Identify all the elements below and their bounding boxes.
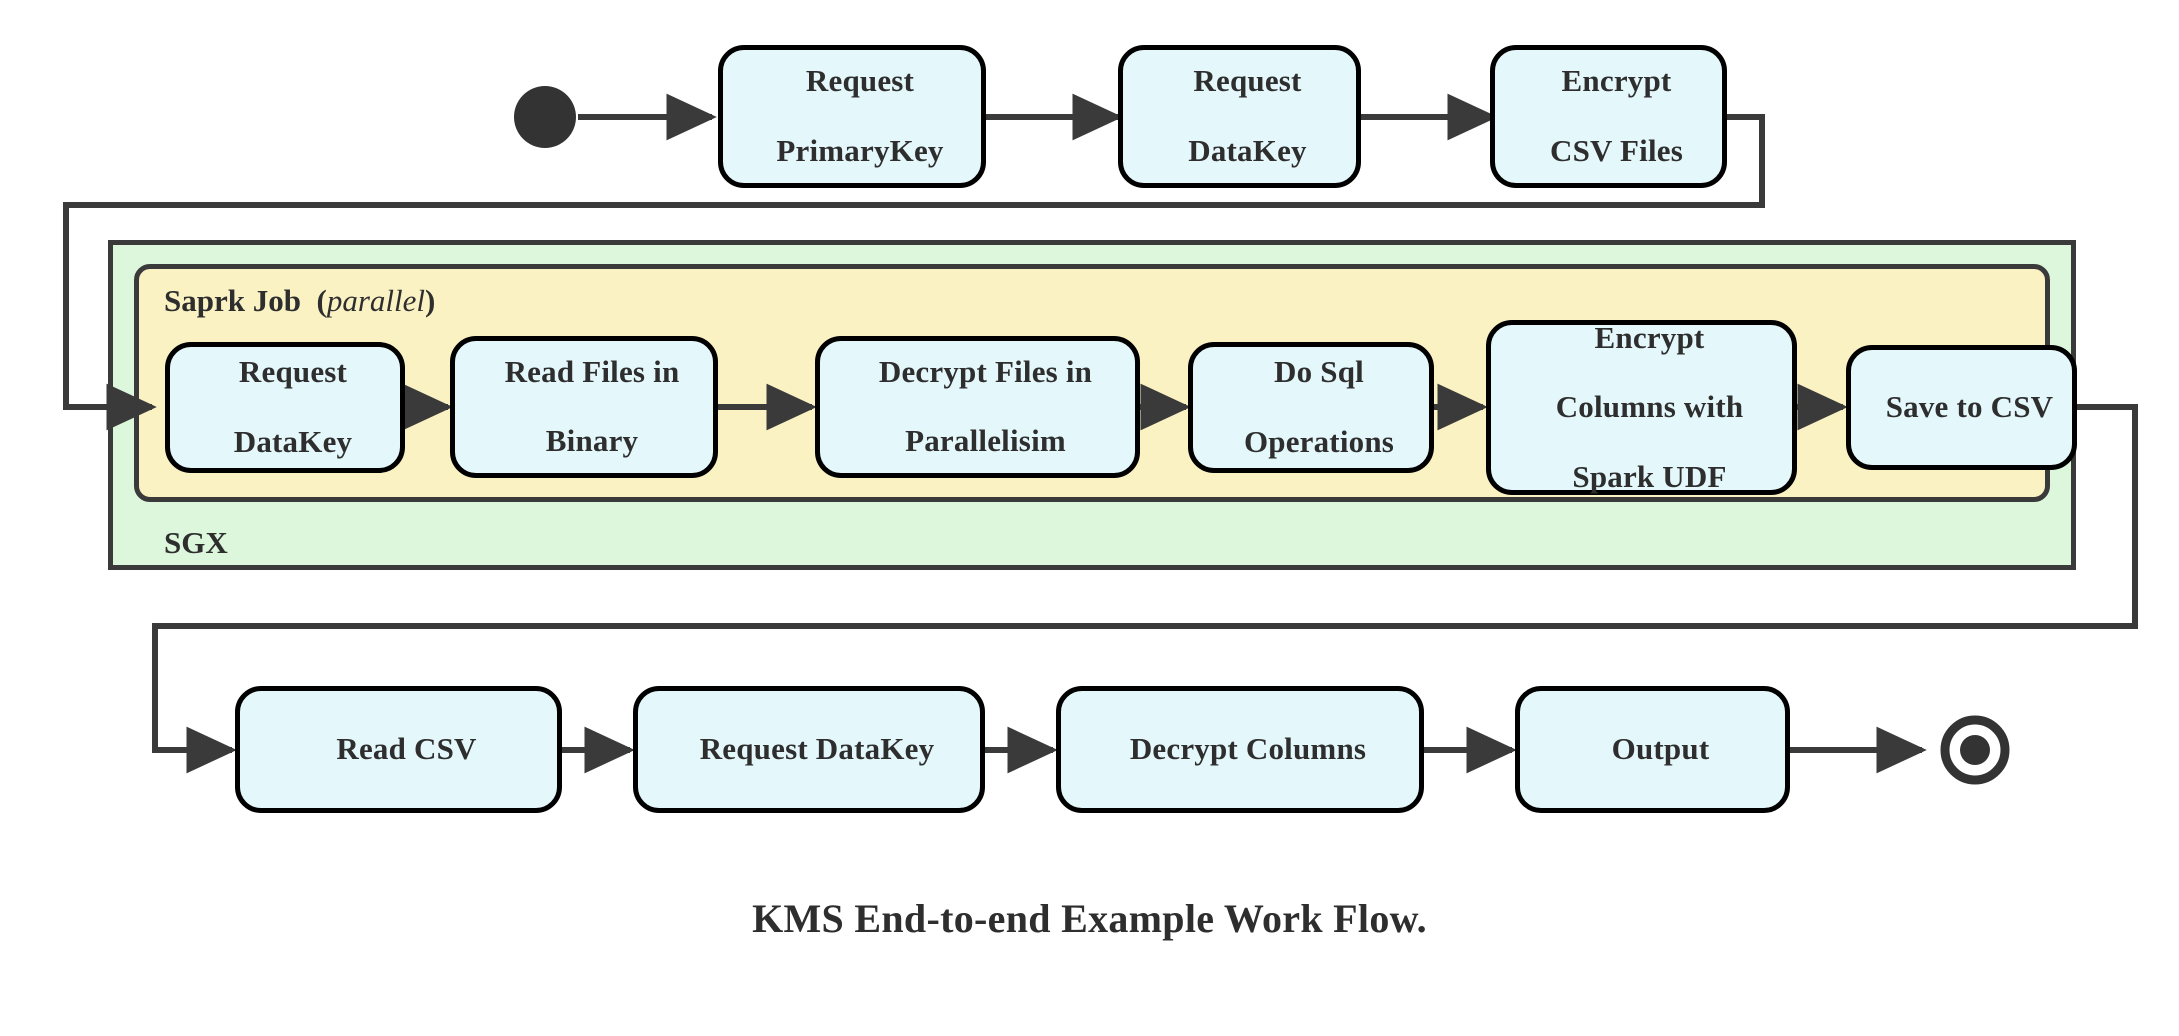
- node-read-csv[interactable]: Read CSV: [235, 686, 562, 813]
- node-output[interactable]: Output: [1515, 686, 1790, 813]
- spark-job-parallel-italic: parallel: [326, 283, 425, 318]
- node-label: Save to CSV: [1885, 389, 2054, 425]
- node-request-datakey-bottom[interactable]: Request DataKey: [633, 686, 985, 813]
- node-label: Request DataKey: [699, 731, 935, 767]
- connector-savecsv-to-readcsv: [152, 404, 2138, 774]
- end-node-core: [1960, 735, 1990, 765]
- node-decrypt-columns[interactable]: Decrypt Columns: [1056, 686, 1424, 813]
- spark-job-label-text: Saprk Job: [164, 283, 301, 318]
- node-label: Read CSV: [336, 731, 477, 767]
- sgx-label-text: SGX: [164, 525, 228, 560]
- diagram-caption: KMS End-to-end Example Work Flow.: [752, 896, 1427, 941]
- node-label: Output: [1611, 731, 1710, 767]
- node-label: Decrypt Columns: [1129, 731, 1367, 767]
- node-save-to-csv[interactable]: Save to CSV: [1846, 345, 2077, 470]
- sgx-label: SGX: [164, 525, 228, 561]
- connector-encryptcsv-to-spark: [63, 114, 1765, 431]
- spark-job-label: Saprk Job (parallel): [164, 283, 435, 319]
- start-node: [514, 86, 576, 148]
- spark-job-label-suffix: (parallel): [316, 283, 436, 318]
